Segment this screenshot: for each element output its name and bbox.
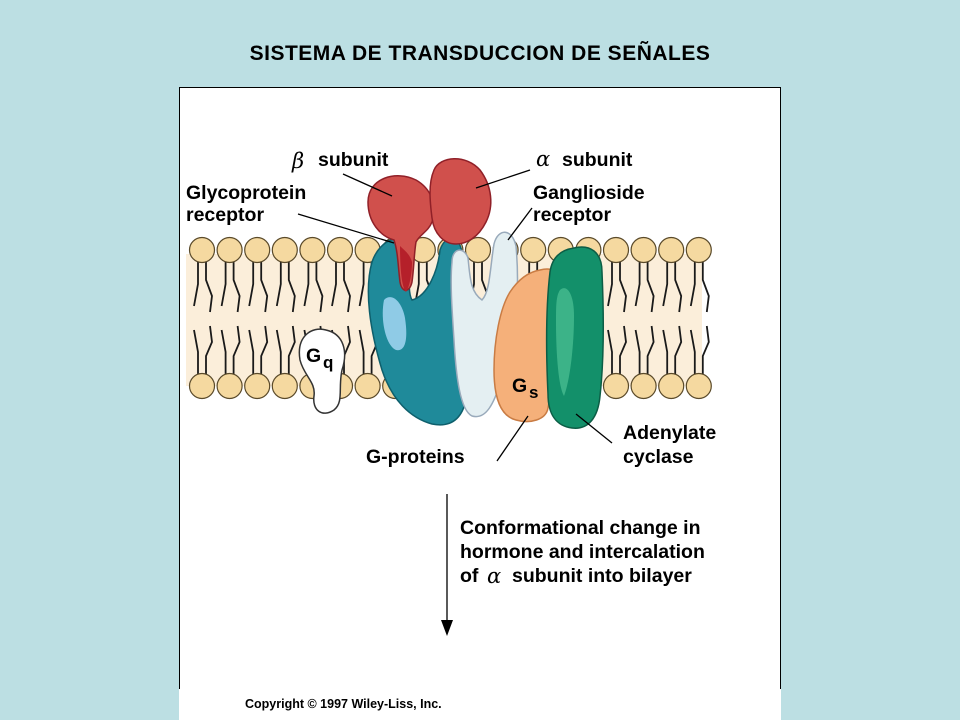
g-proteins-label: G-proteins — [366, 446, 465, 468]
lipid-tail — [634, 262, 655, 313]
lipid-head — [244, 236, 271, 264]
lipid-tail — [303, 262, 324, 313]
lipid-tail — [220, 262, 241, 313]
lipid-tail — [689, 325, 710, 374]
lipid-head — [658, 372, 685, 400]
lipid-tail — [275, 262, 296, 313]
copyright-notice: Copyright © 1997 Wiley-Liss, Inc. — [179, 689, 781, 720]
lipid-head — [244, 372, 271, 400]
gq-label-sub: q — [323, 353, 333, 372]
lipid-tail — [248, 325, 269, 374]
caption-line2: hormone and intercalation — [460, 541, 705, 563]
lipid-tail — [662, 325, 683, 374]
lipid-head — [216, 372, 243, 400]
lipid-head — [271, 372, 298, 400]
lipid-head — [271, 236, 298, 264]
lipid-head — [630, 372, 657, 400]
lipid-head — [630, 236, 657, 264]
downward-arrow — [441, 494, 453, 636]
lipid-tail — [662, 262, 683, 313]
gq-protein — [298, 328, 346, 414]
ganglioside-label-line1: Ganglioside — [533, 182, 645, 204]
leader-lines — [297, 169, 613, 462]
lipid-head — [299, 236, 326, 264]
caption-line1: Conformational change in — [460, 517, 701, 539]
gs-label-sub: s — [529, 383, 538, 402]
lipid-head — [685, 372, 712, 400]
caption-alpha-symbol: α — [487, 564, 501, 588]
lipid-head — [464, 236, 492, 264]
lipid-head — [354, 372, 381, 400]
lipid-head — [326, 236, 354, 264]
lipid-head — [520, 236, 547, 264]
gs-label-main: G — [512, 375, 527, 397]
lipid-tail — [634, 325, 655, 374]
lipid-head — [658, 236, 685, 264]
lipid-tail — [331, 262, 351, 313]
adenylate-label-line2: cyclase — [623, 446, 694, 468]
lipid-tail — [220, 325, 241, 374]
lipid-head — [602, 236, 630, 264]
ganglioside-label-line2: receptor — [533, 204, 611, 226]
beta-subunit-label: subunit — [318, 149, 389, 171]
lipid-tail — [607, 325, 627, 374]
lipid-head — [216, 236, 243, 264]
beta-symbol: β — [291, 149, 304, 173]
caption-line3-prefix: of — [460, 565, 479, 587]
caption-line3-suffix: subunit into bilayer — [512, 565, 692, 587]
lipid-head — [188, 236, 216, 264]
glycoprotein-label-line2: receptor — [186, 204, 264, 226]
gq-label-main: G — [306, 345, 321, 367]
lipid-head — [685, 236, 712, 264]
lipid-tail — [275, 325, 296, 374]
adenylate-label-line1: Adenylate — [623, 422, 716, 444]
lipid-tail — [607, 262, 627, 313]
alpha-symbol: α — [536, 147, 550, 171]
glycoprotein-label-line1: Glycoprotein — [186, 182, 306, 204]
alpha-subunit — [429, 158, 492, 245]
lipid-tail — [689, 262, 710, 313]
lipid-head — [188, 372, 216, 400]
lipid-tail — [248, 262, 269, 313]
adenylate-cyclase — [545, 246, 605, 429]
slide-title: SISTEMA DE TRANSDUCCION DE SEÑALES — [249, 42, 711, 65]
beta-subunit — [367, 175, 435, 292]
alpha-subunit-label: subunit — [562, 149, 633, 171]
lipid-tail — [193, 262, 213, 313]
lipid-tail — [193, 325, 213, 374]
lipid-head — [602, 372, 630, 400]
